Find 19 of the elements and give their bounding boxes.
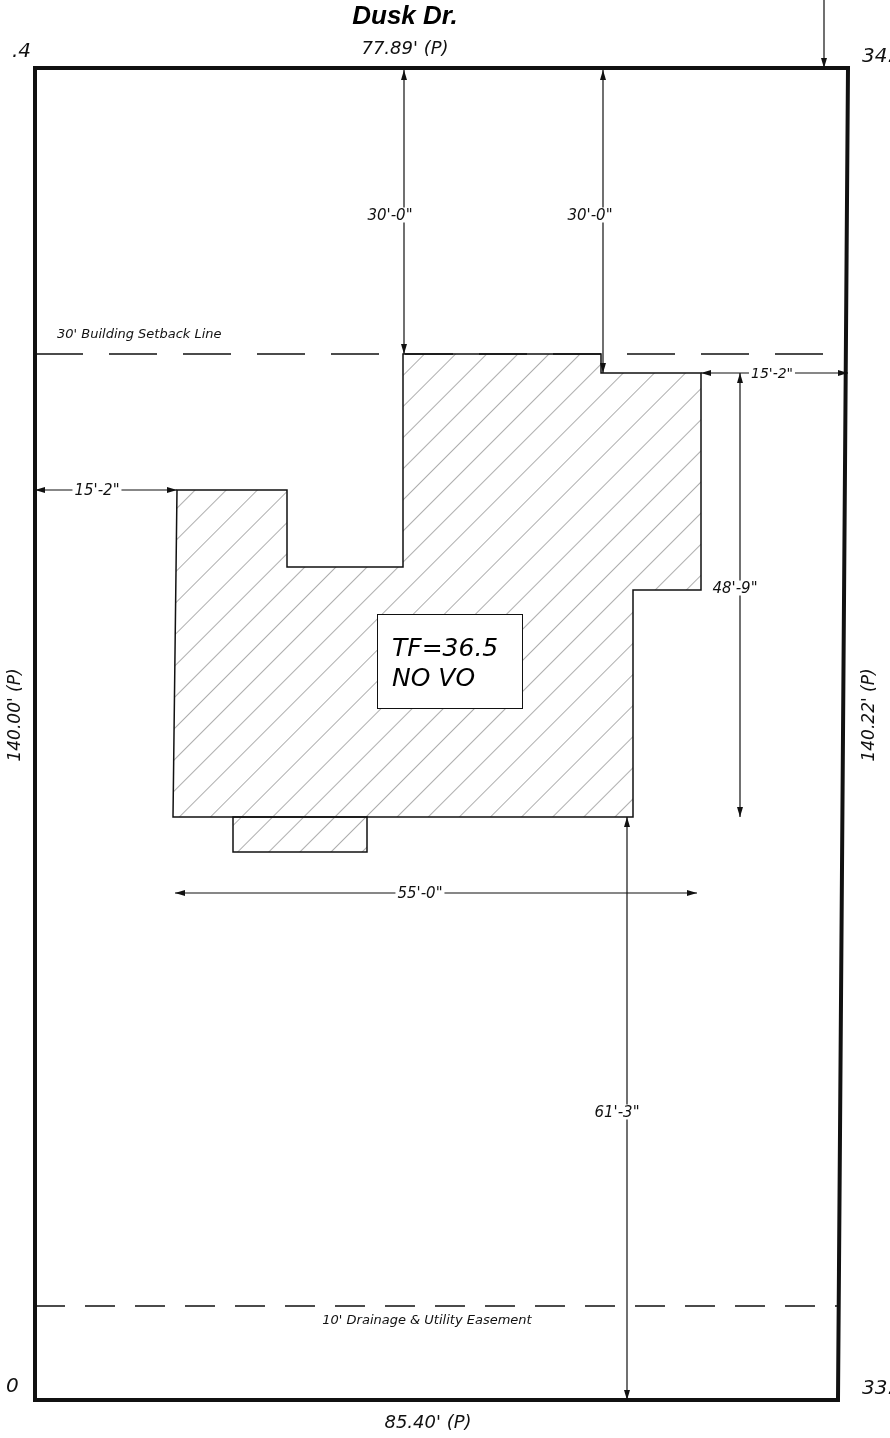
- setback-dimension: 30'-0": [565, 207, 615, 223]
- setback-line-label: 30' Building Setback Line: [57, 326, 222, 340]
- setback-dimension: 30'-0": [365, 207, 415, 223]
- building-depth-dimension: 48'-9": [710, 580, 760, 596]
- boundary-dimension: 77.89' (P): [361, 39, 449, 57]
- elevation-note-box: [377, 614, 523, 709]
- easement-label: 10' Drainage & Utility Easement: [320, 1312, 534, 1326]
- rear-yard-dimension: 61'-3": [592, 1104, 642, 1120]
- elevation-note: NO VO: [392, 663, 477, 693]
- corner-elevation: 0: [6, 1375, 19, 1395]
- side-yard-dimension: 15'-2": [72, 482, 122, 498]
- street-name: Dusk Dr.: [352, 0, 458, 31]
- elevation-note: TF=36.5: [392, 633, 500, 663]
- boundary-dimension: 140.22' (P): [859, 668, 877, 762]
- boundary-dimension: 85.40' (P): [384, 1413, 472, 1431]
- side-yard-dimension: 15'-2": [748, 366, 796, 380]
- corner-elevation: .4: [12, 40, 32, 60]
- building-width-dimension: 55'-0": [395, 885, 445, 901]
- boundary-dimension: 140.00' (P): [5, 668, 23, 762]
